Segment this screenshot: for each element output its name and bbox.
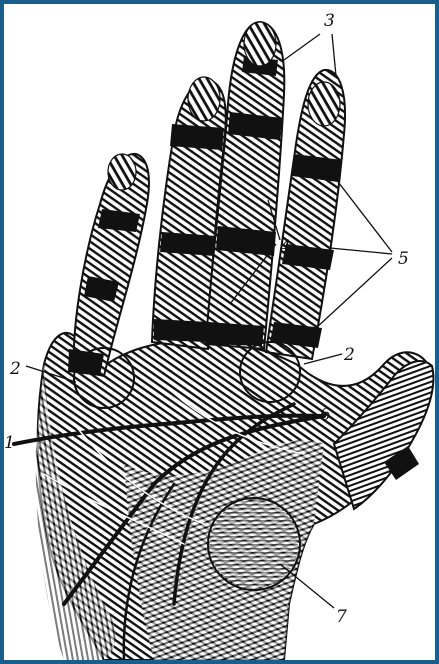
palm	[36, 333, 432, 660]
leader-5a	[332, 174, 392, 252]
callout-7: 7	[336, 607, 347, 627]
callout-2-left: 2	[9, 359, 21, 379]
thenar-pattern-fill	[210, 500, 298, 588]
callout-1: 1	[4, 433, 15, 453]
callout-4: 4	[279, 237, 291, 257]
little-fingertip-whorl	[108, 154, 136, 190]
callout-6: 6	[320, 405, 331, 425]
palm-print-illustration: 3 4 5 2 2 1 6 7	[4, 4, 435, 660]
middle-fingertip-whorl	[244, 22, 276, 66]
ring-finger-crease-3	[170, 124, 224, 150]
index-fingertip-whorl	[308, 82, 340, 126]
fingers	[68, 22, 345, 376]
ring-fingertip-whorl	[188, 77, 220, 121]
ring-finger-crease-2	[160, 232, 216, 256]
palm-print-canvas: 3 4 5 2 2 1 6 7	[4, 4, 435, 660]
callout-5: 5	[398, 249, 409, 269]
leader-3a	[284, 34, 320, 60]
little-finger	[74, 154, 149, 376]
ring-finger-crease-1	[154, 319, 208, 342]
callout-3: 3	[324, 11, 335, 31]
callout-2-right: 2	[343, 345, 355, 365]
leader-5b	[330, 248, 392, 254]
leader-3b	[332, 34, 336, 76]
middle-finger-crease-1	[206, 322, 264, 346]
